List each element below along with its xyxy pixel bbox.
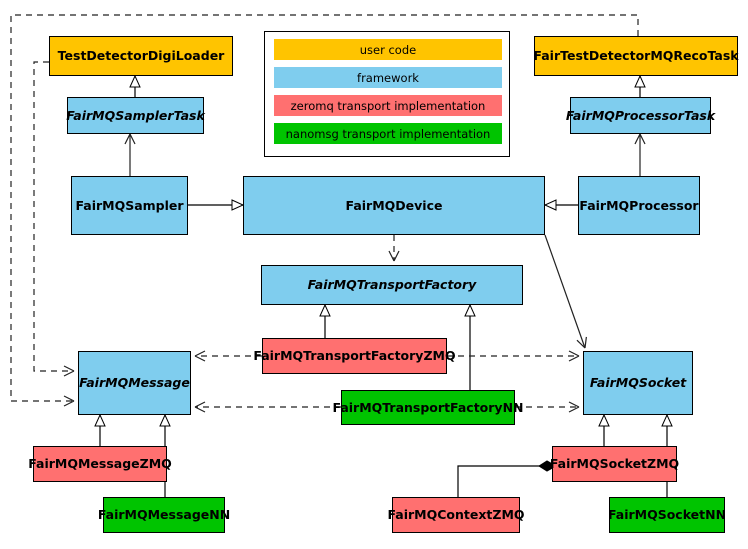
legend-label-usercode: user code [359, 42, 417, 57]
class-label-fairmqsamplertask: FairMQSamplerTask [66, 107, 205, 123]
class-label-fairtestdetectormqrecotask: FairTestDetectorMQRecoTask [533, 48, 739, 64]
class-label-fairmqsocket: FairMQSocket [589, 375, 687, 391]
class-node-fairmqsocketzmq[interactable]: FairMQSocketZMQ [550, 446, 679, 482]
class-node-fairmqmessage[interactable]: FairMQMessage [78, 351, 191, 415]
generalization-edges [94, 74, 673, 497]
class-node-fairmqsocket[interactable]: FairMQSocket [583, 351, 693, 415]
legend-label-framework: framework [357, 70, 419, 85]
class-label-fairmqmessagezmq: FairMQMessageZMQ [28, 456, 172, 472]
class-node-fairmqmessagenn[interactable]: FairMQMessageNN [98, 497, 230, 533]
class-node-fairmqsocketnn[interactable]: FairMQSocketNN [608, 497, 726, 533]
class-label-fairmqdevice: FairMQDevice [345, 197, 443, 213]
class-label-fairmqsocketzmq: FairMQSocketZMQ [549, 456, 680, 472]
legend-item-framework: framework [274, 67, 502, 88]
edge-digiloader-to-message [33, 61, 75, 377]
class-label-fairmqcontextzmq: FairMQContextZMQ [387, 507, 525, 523]
legend-item-usercode: user code [274, 39, 502, 60]
edge-device-to-socket [544, 234, 587, 349]
class-node-fairmqtransportfactory[interactable]: FairMQTransportFactory [261, 265, 523, 305]
class-node-fairmqsampler[interactable]: FairMQSampler [71, 176, 188, 235]
class-label-fairmqsampler: FairMQSampler [75, 197, 184, 213]
legend-item-zeromq: zeromq transport implementation [274, 95, 502, 116]
edge-contextzmq-to-socketzmq [457, 460, 558, 497]
dependency-edges [10, 14, 639, 413]
class-label-fairmqtransportfactory: FairMQTransportFactory [307, 277, 477, 293]
class-label-fairmqmessagenn: FairMQMessageNN [97, 507, 231, 523]
legend-box: user code framework zeromq transport imp… [264, 31, 510, 157]
class-label-fairmqtransportfactoryzmq: FairMQTransportFactoryZMQ [253, 348, 456, 364]
edge-recotask-to-message [10, 14, 639, 407]
class-label-fairmqmessage: FairMQMessage [79, 375, 190, 391]
legend-label-zeromq: zeromq transport implementation [290, 98, 486, 113]
association-edges [124, 133, 646, 497]
class-label-fairmqtransportfactorynn: FairMQTransportFactoryNN [332, 399, 524, 415]
legend-item-nanomsg: nanomsg transport implementation [274, 123, 502, 144]
class-node-fairmqsamplertask[interactable]: FairMQSamplerTask [66, 97, 205, 134]
class-node-fairmqtransportfactorynn[interactable]: FairMQTransportFactoryNN [333, 390, 524, 425]
class-node-fairmqprocessortask[interactable]: FairMQProcessorTask [566, 97, 715, 134]
class-label-fairmqprocessor: FairMQProcessor [579, 197, 699, 213]
class-node-testdetectordigiloader[interactable]: TestDetectorDigiLoader [49, 36, 233, 76]
class-node-fairmqmessagezmq[interactable]: FairMQMessageZMQ [28, 446, 172, 482]
class-node-fairmqdevice[interactable]: FairMQDevice [243, 176, 545, 235]
class-label-fairmqsocketnn: FairMQSocketNN [607, 507, 727, 523]
class-label-testdetectordigiloader: TestDetectorDigiLoader [57, 48, 225, 64]
class-label-fairmqprocessortask: FairMQProcessorTask [565, 107, 716, 123]
class-node-fairmqprocessor[interactable]: FairMQProcessor [578, 176, 700, 235]
class-node-fairtestdetectormqrecotask[interactable]: FairTestDetectorMQRecoTask [533, 36, 739, 76]
legend-label-nanomsg: nanomsg transport implementation [285, 126, 491, 141]
class-node-fairmqcontextzmq[interactable]: FairMQContextZMQ [387, 497, 525, 533]
class-node-fairmqtransportfactoryzmq[interactable]: FairMQTransportFactoryZMQ [253, 338, 456, 374]
